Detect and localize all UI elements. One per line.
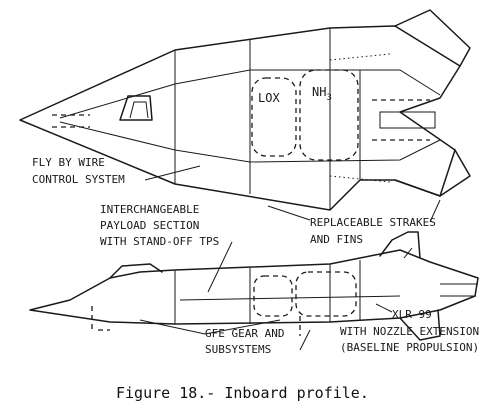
strakes-leader-2 (429, 199, 441, 223)
xlr-label-3: (BASELINE PROPULSION) (340, 341, 479, 354)
canopy-side (109, 263, 163, 279)
strakes-label: REPLACEABLE STRAKES (310, 216, 436, 229)
xlr-label: XLR-99 (392, 308, 432, 321)
payload-label: INTERCHANGEABLE (100, 203, 199, 216)
strakes-label-2: AND FINS (310, 233, 363, 246)
lox-label: LOX (258, 91, 280, 105)
figure-caption: Figure 18.- Inboard profile. (116, 384, 369, 402)
nh3-label: NH3 (312, 85, 332, 103)
fly-by-wire-leader (144, 165, 201, 181)
fly-by-wire-label: FLY BY WIRE (32, 156, 105, 169)
strakes-leader-1 (267, 205, 311, 221)
nh3-tank (299, 69, 359, 161)
gfe-label: GFE GEAR AND (205, 327, 284, 340)
canopy-top (119, 95, 153, 121)
xlr-leader (375, 303, 393, 313)
payload-leader (207, 241, 233, 293)
side-view-profile (29, 231, 479, 341)
gfe-label-2: SUBSYSTEMS (205, 343, 271, 356)
payload-label-3: WITH STAND-OFF TPS (100, 235, 219, 248)
payload-label-2: PAYLOAD SECTION (100, 219, 199, 232)
lox-tank (251, 77, 297, 157)
fly-by-wire-label-2: CONTROL SYSTEM (32, 173, 125, 186)
gfe-leaders (139, 319, 311, 351)
top-view-planform (19, 9, 471, 211)
xlr-label-2: WITH NOZZLE EXTENSION (340, 325, 479, 338)
